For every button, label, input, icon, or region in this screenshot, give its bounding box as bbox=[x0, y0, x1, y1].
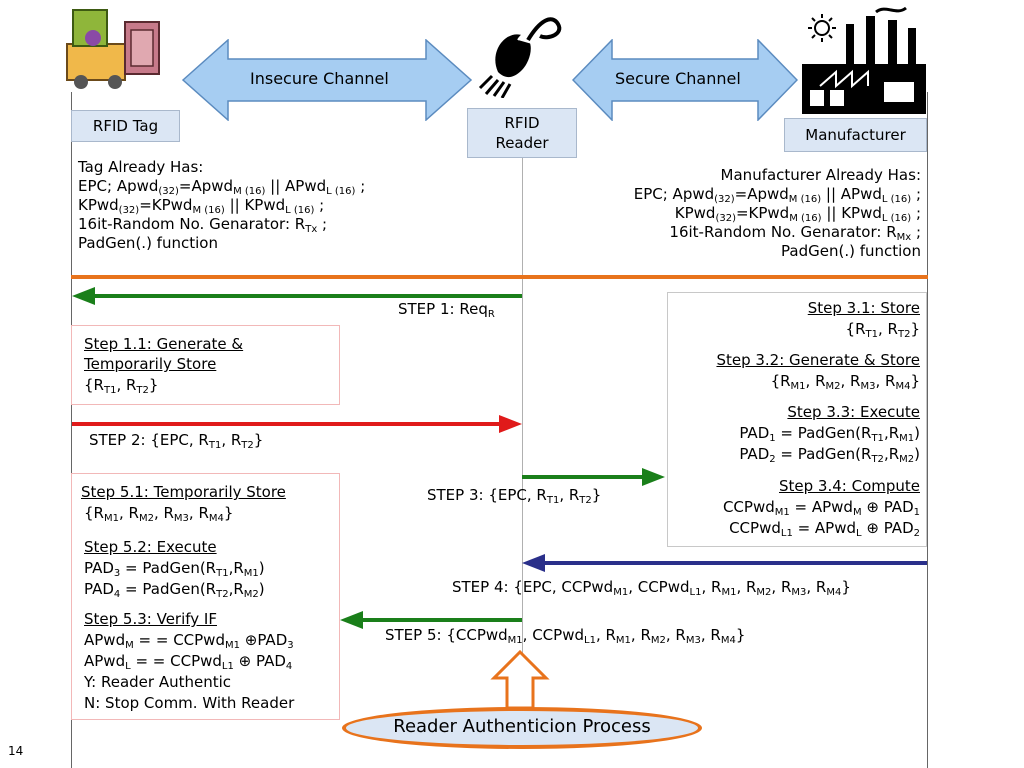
page-number: 14 bbox=[8, 744, 24, 758]
tag-has-line2: KPwd(32)=KPwdM (16) || KPwdL (16) ; bbox=[78, 196, 325, 216]
step5-arrow bbox=[340, 611, 522, 629]
step3-box: Step 3.1: Store {RT1, RT2} Step 3.2: Gen… bbox=[667, 292, 927, 547]
manufacturer-label: Manufacturer bbox=[784, 118, 927, 152]
insecure-channel-arrow bbox=[182, 39, 472, 121]
step34-ccpwdm1: CCPwdM1 = APwdM ⊕ PAD1 bbox=[722, 498, 920, 518]
step11-title-line2: Temporarily Store bbox=[84, 355, 217, 373]
step53-title: Step 5.3: Verify IF bbox=[84, 610, 217, 628]
manufacturer-already-has: Manufacturer Already Has: EPC; Apwd(32)=… bbox=[634, 166, 921, 261]
step33-pad1: PAD1 = PadGen(RT1,RM1) bbox=[739, 424, 920, 444]
step5-label: STEP 5: {CCPwdM1, CCPwdL1, RM1, RM2, RM3… bbox=[385, 626, 746, 646]
secure-channel-label: Secure Channel bbox=[615, 69, 741, 88]
manufacturer-lifeline bbox=[927, 92, 928, 768]
step11-title-line1: Step 1.1: Generate & bbox=[84, 335, 244, 353]
step11-values: {RT1, RT2} bbox=[84, 376, 159, 396]
step31-title: Step 3.1: Store bbox=[807, 299, 920, 317]
step53-check-m: APwdM = = CCPwdM1 ⊕PAD3 bbox=[84, 631, 294, 651]
step33-title: Step 3.3: Execute bbox=[787, 403, 920, 421]
step4-label: STEP 4: {EPC, CCPwdM1, CCPwdL1, RM1, RM2… bbox=[452, 578, 851, 598]
reader-label-line2: Reader bbox=[495, 134, 549, 152]
step51-values: {RM1, RM2, RM3, RM4} bbox=[84, 504, 234, 524]
tag-has-title: Tag Already Has: bbox=[78, 158, 204, 176]
step1-label: STEP 1: ReqR bbox=[398, 300, 495, 320]
process-label: Reader Authenticion Process bbox=[393, 716, 651, 737]
step53-no: N: Stop Comm. With Reader bbox=[84, 694, 295, 712]
mfr-has-line2: KPwd(32)=KPwdM (16) || KPwdL (16) ; bbox=[674, 204, 921, 224]
rfid-tag-label: RFID Tag bbox=[71, 110, 180, 142]
tag-already-has: Tag Already Has: EPC; Apwd(32)=ApwdM (16… bbox=[78, 158, 365, 253]
top-separator bbox=[71, 275, 928, 279]
step1-arrow bbox=[72, 287, 522, 305]
tag-has-line4: PadGen(.) function bbox=[78, 234, 218, 252]
tag-has-line1: EPC; Apwd(32)=ApwdM (16) || APwdL (16) ; bbox=[78, 177, 366, 197]
reader-lifeline bbox=[522, 158, 523, 688]
step5-box: Step 5.1: Temporarily Store {RM1, RM2, R… bbox=[71, 473, 340, 720]
step52-pad4: PAD4 = PadGen(RT2,RM2) bbox=[84, 580, 265, 600]
mfr-has-line4: PadGen(.) function bbox=[781, 242, 921, 260]
rfid-reader-icon bbox=[478, 17, 562, 98]
insecure-channel-label: Insecure Channel bbox=[250, 69, 389, 88]
factory-icon bbox=[802, 6, 926, 114]
step33-pad2: PAD2 = PadGen(RT2,RM2) bbox=[739, 445, 920, 465]
step3-label: STEP 3: {EPC, RT1, RT2} bbox=[427, 486, 602, 506]
rfid-reader-label: RFID Reader bbox=[467, 108, 577, 158]
step51-title: Step 5.1: Temporarily Store bbox=[81, 483, 286, 501]
step52-pad3: PAD3 = PadGen(RT1,RM1) bbox=[84, 559, 265, 579]
step53-check-l: APwdL = = CCPwdL1 ⊕ PAD4 bbox=[84, 652, 293, 672]
process-up-arrow bbox=[490, 649, 550, 710]
step32-title: Step 3.2: Generate & Store bbox=[716, 351, 920, 369]
mfr-has-title: Manufacturer Already Has: bbox=[720, 166, 921, 184]
secure-channel-arrow bbox=[572, 39, 798, 121]
step3-arrow bbox=[522, 468, 665, 486]
step2-label: STEP 2: {EPC, RT1, RT2} bbox=[89, 431, 264, 451]
reader-label-line1: RFID bbox=[504, 114, 540, 132]
process-ellipse bbox=[342, 707, 702, 749]
rfid-tag-icon bbox=[66, 9, 160, 89]
step4-arrow bbox=[522, 554, 927, 572]
tag-has-line3: 16it-Random No. Genarator: RTx ; bbox=[78, 215, 328, 235]
step32-values: {RM1, RM2, RM3, RM4} bbox=[770, 372, 920, 392]
step31-values: {RT1, RT2} bbox=[845, 320, 920, 340]
step53-yes: Y: Reader Authentic bbox=[84, 673, 232, 691]
tag-lifeline bbox=[71, 92, 72, 768]
mfr-has-line1: EPC; Apwd(32)=ApwdM (16) || APwdL (16) ; bbox=[633, 185, 921, 205]
step34-title: Step 3.4: Compute bbox=[779, 477, 920, 495]
step2-arrow bbox=[72, 415, 522, 433]
step34-ccpwdl1: CCPwdL1 = APwdL ⊕ PAD2 bbox=[729, 519, 920, 539]
mfr-has-line3: 16it-Random No. Genarator: RMx ; bbox=[669, 223, 921, 243]
step52-title: Step 5.2: Execute bbox=[84, 538, 217, 556]
step11-box: Step 1.1: Generate & Temporarily Store {… bbox=[71, 325, 340, 405]
